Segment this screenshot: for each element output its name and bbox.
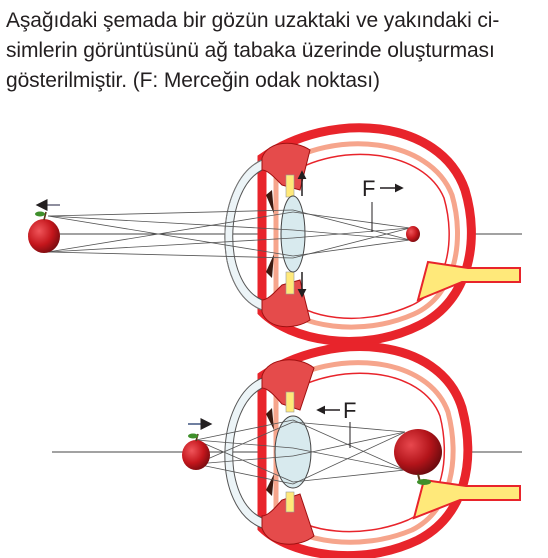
near-retina-image: [394, 429, 442, 485]
far-vision-diagram: F: [28, 123, 522, 346]
near-light-rays: [195, 419, 406, 485]
near-apple-object: [182, 433, 210, 470]
near-vision-diagram: F: [52, 342, 522, 558]
far-iris-bottom: [266, 254, 274, 278]
far-iris-top: [266, 190, 274, 214]
near-cornea: [224, 377, 263, 529]
far-focus-label: F: [362, 176, 375, 201]
far-retina: [285, 153, 450, 320]
question-text: Aşağıdaki şemada bir gözün uzaktaki ve y…: [6, 6, 544, 96]
question-line-2: simlerin görüntüsünü ağ tabaka üzerinde …: [6, 39, 495, 62]
near-ciliary-top: [261, 359, 315, 411]
near-optic-nerve: [412, 478, 521, 520]
far-light-rays: [47, 209, 411, 259]
question-line-1: Aşağıdaki şemada bir gözün uzaktaki ve y…: [6, 9, 500, 32]
near-focus-label: F: [343, 398, 356, 423]
near-retina: [285, 372, 446, 533]
near-lens: [274, 415, 312, 489]
far-choroid: [273, 141, 460, 330]
near-ciliary-bottom: [261, 493, 315, 545]
far-retina-image: [406, 226, 420, 242]
far-optic-nerve: [416, 260, 521, 302]
question-line-3: gösterilmiştir. (F: Merceğin odak noktas…: [6, 69, 380, 92]
far-cornea: [224, 159, 263, 311]
far-apple-object: [28, 211, 60, 253]
far-lens: [280, 195, 306, 273]
